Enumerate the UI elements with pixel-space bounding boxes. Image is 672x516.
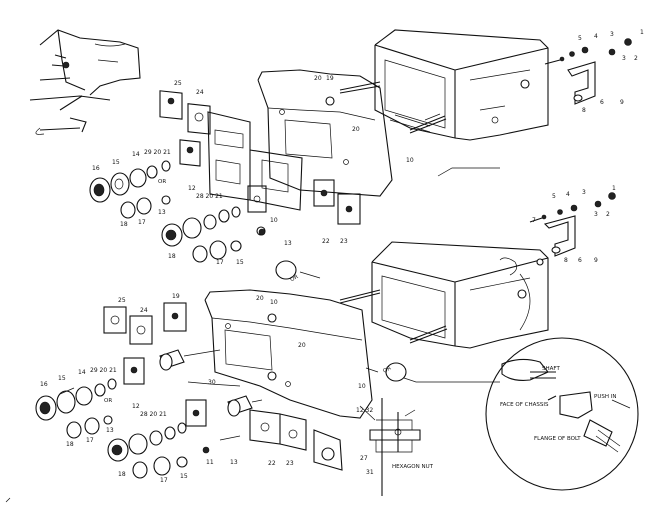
callout-4: 4: [566, 191, 570, 198]
callout-13: 13: [158, 209, 166, 216]
callout-25: 25: [174, 80, 182, 87]
callout-7: 7: [532, 217, 536, 224]
callout-23: 23: [286, 460, 294, 467]
callout-14: 14: [132, 151, 140, 158]
callout-2: 2: [606, 211, 610, 218]
callout-17: 17: [138, 219, 146, 226]
leader-lines: [5, 127, 531, 503]
callout-5: 5: [552, 193, 556, 200]
lower-faceplate: [204, 260, 407, 419]
callout-20: 20: [256, 295, 264, 302]
upper-callout-numbers: 25 24 20 19 20 10 16 15 14 29 20 21 OR 1…: [92, 29, 644, 266]
callout-11: 11: [206, 459, 214, 466]
callout-14: 14: [78, 369, 86, 376]
callout-18: 18: [120, 221, 128, 228]
callout-20: 20: [352, 126, 360, 133]
callout-sequence: 29 20 21: [90, 367, 117, 374]
label-or: OR: [382, 365, 392, 374]
callout-5: 5: [578, 35, 582, 42]
callout-13: 13: [230, 459, 238, 466]
callout-24: 24: [140, 307, 148, 314]
inset-labels: SHAFT PUSH IN FACE OF CHASSIS FLANGE OF …: [500, 366, 616, 442]
label-shaft: SHAFT: [542, 366, 560, 372]
callout-1: 1: [640, 29, 644, 36]
callout-2: 2: [634, 55, 638, 62]
callout-6: 6: [578, 257, 582, 264]
lower-callout-numbers: 25 24 19 20 10 20 OR OR 10 16 15 14 29 2…: [40, 185, 616, 484]
callout-16: 16: [92, 165, 100, 172]
callout-3: 3: [594, 211, 598, 218]
label-face-of-chassis: FACE OF CHASSIS: [500, 402, 549, 408]
callout-18: 18: [168, 253, 176, 260]
callout-3: 3: [610, 31, 614, 38]
callout-6: 6: [600, 99, 604, 106]
upper-mount-bracket: [544, 38, 632, 105]
callout-30: 30: [208, 379, 216, 386]
callout-24: 24: [196, 89, 204, 96]
callout-sequence-3: 12 32: [356, 407, 373, 414]
label-or: OR: [289, 274, 299, 283]
upper-control-plates: [159, 90, 361, 236]
callout-10: 10: [358, 383, 366, 390]
callout-12: 12: [188, 185, 196, 192]
callout-22: 22: [268, 460, 276, 467]
callout-16: 16: [40, 381, 48, 388]
callout-9: 9: [620, 99, 624, 106]
callout-31: 31: [366, 469, 374, 476]
upper-faceplate: [257, 69, 393, 197]
callout-4: 4: [594, 33, 598, 40]
label-or: OR: [104, 398, 112, 404]
callout-19: 19: [172, 293, 180, 300]
callout-17: 17: [216, 259, 224, 266]
upper-chassis: [339, 29, 549, 141]
callout-17: 17: [86, 437, 94, 444]
callout-8: 8: [582, 107, 586, 114]
callout-15: 15: [58, 375, 66, 382]
callout-19: 19: [326, 75, 334, 82]
lower-knobs: [35, 378, 210, 479]
lower-mount-bracket: [529, 192, 616, 266]
callout-15: 15: [112, 159, 120, 166]
callout-10: 10: [406, 157, 414, 164]
callout-9: 9: [594, 257, 598, 264]
callout-3: 3: [582, 189, 586, 196]
callout-15: 15: [180, 473, 188, 480]
callout-17: 17: [160, 477, 168, 484]
label-flange-of-bolt: FLANGE OF BOLT: [534, 436, 581, 442]
callout-13: 13: [106, 427, 114, 434]
callout-18: 18: [66, 441, 74, 448]
callout-sequence: 29 20 21: [144, 149, 171, 156]
callout-1: 1: [612, 185, 616, 192]
callout-10: 10: [270, 217, 278, 224]
callout-22: 22: [322, 238, 330, 245]
dashboard-inset: [29, 29, 141, 133]
callout-12: 12: [132, 403, 140, 410]
callout-13: 13: [284, 240, 292, 247]
callout-8: 8: [564, 257, 568, 264]
callout-sequence-2: 28 20 21: [140, 411, 167, 418]
callout-20: 20: [314, 75, 322, 82]
callout-3: 3: [622, 55, 626, 62]
magnified-detail-inset: [485, 337, 639, 491]
callout-sequence-2: 28 20 21: [196, 193, 223, 200]
label-push-in: PUSH IN: [594, 394, 616, 400]
upper-knobs: [89, 160, 266, 263]
callout-23: 23: [340, 238, 348, 245]
callout-27: 27: [360, 455, 368, 462]
callout-20: 20: [298, 342, 306, 349]
callout-10: 10: [270, 299, 278, 306]
callout-15: 15: [236, 259, 244, 266]
lower-chassis: [339, 241, 549, 349]
callout-18: 18: [118, 471, 126, 478]
callout-25: 25: [118, 297, 126, 304]
lower-control-plates: [103, 302, 343, 471]
upper-dial-plate: [207, 111, 303, 211]
label-hexagon-nut: HEXAGON NUT: [392, 464, 434, 470]
label-or: OR: [158, 179, 166, 185]
hexagon-nut-detail: [359, 398, 421, 496]
